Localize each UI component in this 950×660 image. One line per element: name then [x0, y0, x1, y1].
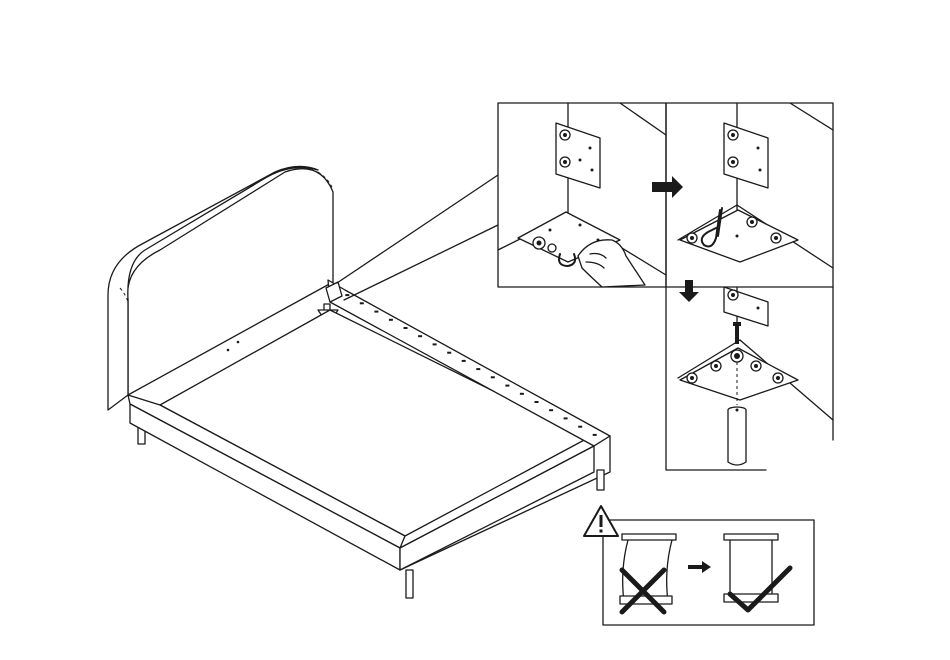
arrow-right-icon — [688, 561, 711, 573]
rail-hole — [389, 319, 393, 321]
bracket-hand-tighten-illustration — [498, 103, 666, 287]
checkmark-icon — [730, 568, 790, 610]
rail-hole — [447, 352, 451, 354]
bed-leg — [406, 570, 413, 598]
arrow-down-icon — [679, 280, 699, 302]
bed-leg — [597, 470, 604, 490]
rail-hole — [549, 409, 553, 411]
rail-hole — [374, 311, 378, 313]
leg-screw-attach-illustration — [666, 287, 833, 470]
rail-hole — [360, 302, 364, 304]
rail-hole — [462, 360, 466, 362]
rail-hole — [491, 376, 495, 378]
warning-box — [584, 506, 814, 625]
rail-hole — [564, 417, 568, 419]
correct-assembly — [724, 534, 790, 610]
rail-hole — [433, 343, 437, 345]
rail-hole — [578, 426, 582, 428]
cross-icon — [622, 570, 664, 612]
rail-hole — [535, 401, 539, 403]
rail-hole — [345, 294, 349, 296]
incorrect-assembly — [620, 534, 676, 612]
rail-hole — [505, 385, 509, 387]
rail-hole — [520, 393, 524, 395]
rail-hole — [476, 368, 480, 370]
bracket-allen-key-illustration — [666, 103, 833, 287]
warning-triangle-icon — [584, 506, 618, 536]
arrow-right-icon — [652, 176, 683, 198]
rail-hole — [418, 335, 422, 337]
rail-hole — [593, 434, 597, 436]
rail-hole — [404, 327, 408, 329]
